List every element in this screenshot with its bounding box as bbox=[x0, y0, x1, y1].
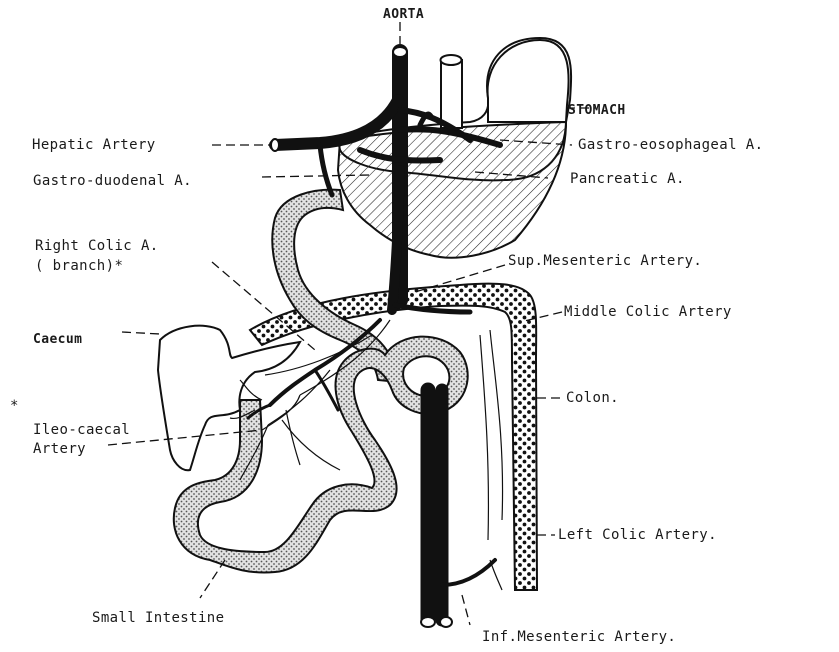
label-inf-mesenteric: Inf.Mesenteric Artery. bbox=[482, 629, 676, 645]
label-ileo-caecal-artery: Artery bbox=[33, 441, 86, 457]
esophagus bbox=[441, 55, 463, 128]
label-middle-colic: Middle Colic Artery bbox=[564, 304, 732, 320]
label-caecum: Caecum bbox=[33, 332, 82, 347]
label-colon: Colon. bbox=[566, 390, 619, 406]
label-hepatic-artery: Hepatic Artery bbox=[32, 137, 156, 153]
label-aorta: AORTA bbox=[383, 7, 424, 22]
label-left-colic: Left Colic Artery. bbox=[558, 527, 717, 543]
label-gastro-eosophageal: Gastro-eosophageal A. bbox=[578, 137, 763, 153]
label-right-colic: Right Colic A. bbox=[35, 238, 159, 254]
label-stomach: STOMACH bbox=[568, 103, 626, 118]
label-ileo-caecal: Ileo-caecal bbox=[33, 422, 130, 438]
label-gastro-duodenal: Gastro-duodenal A. bbox=[33, 173, 192, 189]
label-sup-mesenteric: Sup.Mesenteric Artery. bbox=[508, 253, 702, 269]
label-small-intestine: Small Intestine bbox=[92, 610, 224, 626]
label-pancreatic: Pancreatic A. bbox=[570, 171, 685, 187]
label-right-colic-branch: ( branch)* bbox=[35, 258, 123, 274]
label-asterisk: * bbox=[10, 398, 19, 414]
